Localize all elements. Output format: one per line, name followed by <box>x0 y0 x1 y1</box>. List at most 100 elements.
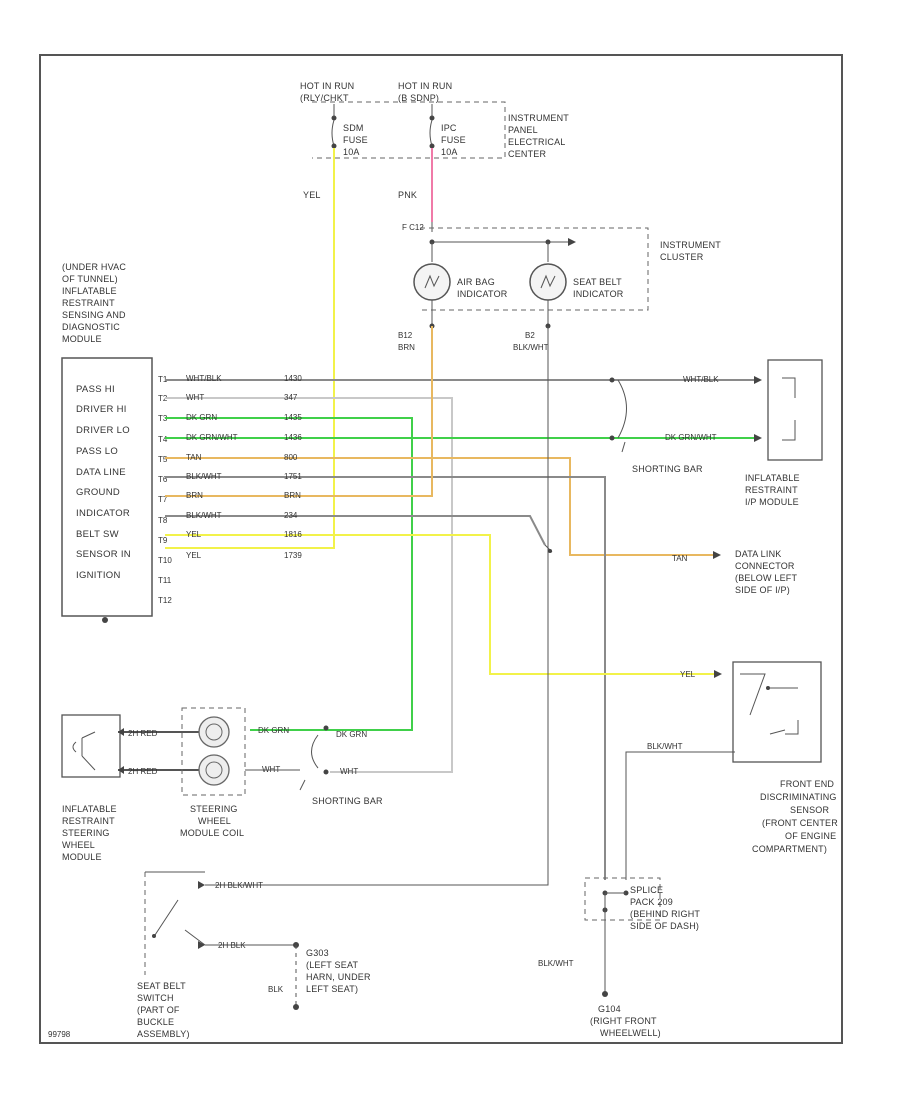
svg-text:INFLATABLE: INFLATABLE <box>62 804 117 814</box>
coil-wire-wht-b: WHT <box>340 767 358 776</box>
steering-module-label: INFLATABLE RESTRAINT STEERING WHEEL MODU… <box>62 804 117 862</box>
ground-g104-label: G104 (RIGHT FRONT WHEELWELL) <box>590 1004 661 1038</box>
svg-text:SENSOR: SENSOR <box>790 805 830 815</box>
svg-text:1435: 1435 <box>284 413 302 422</box>
svg-text:MODULE: MODULE <box>62 852 102 862</box>
svg-text:MODULE COIL: MODULE COIL <box>180 828 244 838</box>
sdm-module-box <box>61 357 153 617</box>
svg-text:SEAT BELT: SEAT BELT <box>137 981 186 991</box>
svg-text:DISCRIMINATING: DISCRIMINATING <box>760 792 837 802</box>
svg-text:I/P MODULE: I/P MODULE <box>745 497 799 507</box>
svg-text:WHEEL: WHEEL <box>62 840 95 850</box>
svg-text:(FRONT CENTER: (FRONT CENTER <box>762 818 838 828</box>
svg-text:ASSEMBLY): ASSEMBLY) <box>137 1029 190 1039</box>
svg-text:1739: 1739 <box>284 551 302 560</box>
svg-text:PASS LO: PASS LO <box>76 446 118 457</box>
instrument-cluster-outline <box>420 227 649 311</box>
sdm-fuse: SDM FUSE 10A <box>331 115 368 157</box>
svg-text:FRONT END: FRONT END <box>780 779 834 789</box>
svg-text:INDICATOR: INDICATOR <box>457 289 508 299</box>
shorting-bar-right-link <box>617 379 627 439</box>
svg-text:CLUSTER: CLUSTER <box>660 252 704 262</box>
dlc-wire-label: TAN <box>672 554 688 563</box>
svg-text:TAN: TAN <box>186 453 202 462</box>
svg-text:FUSE: FUSE <box>441 135 466 145</box>
ip-module-label: INFLATABLE RESTRAINT I/P MODULE <box>745 473 799 507</box>
svg-text:DIAGNOSTIC: DIAGNOSTIC <box>62 322 120 332</box>
splice-pack-outline <box>584 877 661 921</box>
svg-text:(PART OF: (PART OF <box>137 1005 180 1015</box>
steering-coil-icon <box>198 716 230 786</box>
cluster-pin-b2: B2 BLK/WHT <box>513 331 549 352</box>
sdm-pin-labels: T1 T2 T3 T4 T5 T6 T7 T8 T9 T10 T11 T12 <box>158 375 172 605</box>
svg-text:BLK/WHT: BLK/WHT <box>186 511 222 520</box>
wire-data-line <box>165 457 718 556</box>
svg-text:DK GRN: DK GRN <box>186 413 217 422</box>
sdm-circuit-labels: 1430 347 1435 1436 800 1751 BRN 234 1816… <box>284 374 302 560</box>
svg-text:T11: T11 <box>158 576 172 585</box>
svg-text:MODULE: MODULE <box>62 334 102 344</box>
svg-text:1430: 1430 <box>284 374 302 383</box>
svg-text:T3: T3 <box>158 414 168 423</box>
ground-g303-icon <box>293 1004 299 1010</box>
steering-module-box <box>61 714 121 778</box>
svg-text:T1: T1 <box>158 375 168 384</box>
ip-wire-bottom: DK GRN/WHT <box>665 433 717 442</box>
svg-text:OF ENGINE: OF ENGINE <box>785 831 836 841</box>
wire-yel-ignition <box>165 148 335 549</box>
svg-text:DATA LINE: DATA LINE <box>76 467 126 478</box>
svg-text:YEL: YEL <box>186 551 202 560</box>
sdm-wire-color-labels: WHT/BLK WHT DK GRN DK GRN/WHT TAN BLK/WH… <box>186 374 238 560</box>
svg-text:T6: T6 <box>158 475 168 484</box>
wire-label-pnk: PNK <box>398 190 417 200</box>
svg-text:1436: 1436 <box>284 433 302 442</box>
svg-text:1751: 1751 <box>284 472 302 481</box>
coil-wire-left-a: 2H RED <box>128 729 158 738</box>
coil-wire-grn-b: DK GRN <box>336 730 367 739</box>
splice-pack-label: SPLICE PACK 209 (BEHIND RIGHT SIDE OF DA… <box>630 885 700 931</box>
cluster-pin-top: F C12 <box>402 223 424 232</box>
sensor-wire-yel-label: YEL <box>680 670 696 679</box>
svg-text:T9: T9 <box>158 536 168 545</box>
svg-text:DRIVER LO: DRIVER LO <box>76 425 130 436</box>
svg-text:RESTRAINT: RESTRAINT <box>745 485 798 495</box>
wire-indicator <box>165 326 433 497</box>
svg-text:WHT/BLK: WHT/BLK <box>186 374 222 383</box>
svg-text:WHEELWELL): WHEELWELL) <box>600 1028 661 1038</box>
ground-wire-blk: BLK <box>268 985 284 994</box>
seat-belt-wire-top: 2H BLK/WHT <box>215 881 263 890</box>
diagram-code: 99798 <box>48 1030 71 1039</box>
svg-text:STEERING: STEERING <box>62 828 110 838</box>
steering-coil-label: STEERING WHEEL MODULE COIL <box>180 804 244 838</box>
svg-text:DK GRN/WHT: DK GRN/WHT <box>186 433 238 442</box>
wire-driver-hi <box>165 397 453 773</box>
svg-text:T10: T10 <box>158 556 172 565</box>
shorting-bar-bottom: SHORTING BAR <box>312 796 383 806</box>
svg-text:SENSING AND: SENSING AND <box>62 310 126 320</box>
svg-text:T8: T8 <box>158 516 168 525</box>
svg-text:SEAT BELT: SEAT BELT <box>573 277 622 287</box>
front-sensor-label: FRONT END DISCRIMINATING SENSOR (FRONT C… <box>752 779 838 854</box>
sdm-function-labels: PASS HI DRIVER HI DRIVER LO PASS LO DATA… <box>76 384 131 581</box>
svg-text:SIDE OF DASH): SIDE OF DASH) <box>630 921 699 931</box>
wire-ground <box>165 476 606 880</box>
svg-text:BRN: BRN <box>398 343 415 352</box>
svg-text:PACK 209: PACK 209 <box>630 897 673 907</box>
svg-text:RESTRAINT: RESTRAINT <box>62 816 115 826</box>
seat-belt-indicator-lamp: SEAT BELT INDICATOR <box>529 263 624 301</box>
power-source-left: HOT IN RUN (RLY/CHKT <box>300 81 354 103</box>
svg-text:800: 800 <box>284 453 298 462</box>
svg-text:G303: G303 <box>306 948 329 958</box>
svg-text:(RIGHT FRONT: (RIGHT FRONT <box>590 1016 657 1026</box>
wire-sensor-in <box>165 534 720 675</box>
diagram-frame <box>39 54 843 1044</box>
wire-label-yel-top: YEL <box>303 190 321 200</box>
svg-text:10A: 10A <box>441 147 458 157</box>
svg-text:1816: 1816 <box>284 530 302 539</box>
svg-text:BELT SW: BELT SW <box>76 529 119 540</box>
ip-center-label: INSTRUMENT PANEL ELECTRICAL CENTER <box>508 113 569 159</box>
svg-text:(RLY/CHKT: (RLY/CHKT <box>300 93 349 103</box>
svg-text:SDM: SDM <box>343 123 364 133</box>
wire-belt-sw <box>165 515 546 546</box>
svg-text:HOT IN RUN: HOT IN RUN <box>300 81 354 91</box>
